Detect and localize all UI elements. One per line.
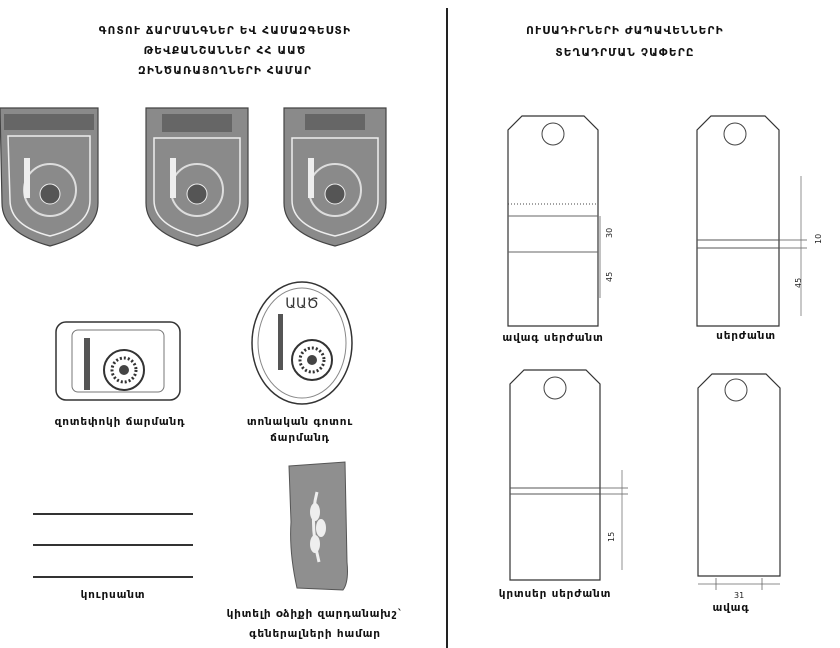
line-stripe-2: [33, 544, 193, 546]
left-title-line-1: ԳՈՏՈՒ ՃԱՐՄԱՆԳՆԵՐ ԵՎ ՀԱՄԱԶԳԵՍՏԻ: [98, 25, 352, 37]
emblem-text: ԱԱԾ: [285, 296, 319, 312]
line-stripe-1: [33, 513, 193, 515]
belt-buckle-icon: [55, 321, 181, 401]
shield-patch-1: [0, 107, 99, 247]
caption-oval-buckle-2: ճարմանդ: [270, 432, 330, 444]
caption-strap-2: սերժանտ: [716, 330, 776, 342]
dim-30-strap1: 30: [605, 228, 614, 238]
caption-lines: կուրսանտ: [80, 589, 146, 601]
caption-strap-3: կրտսեր սերժանտ: [498, 588, 612, 600]
dim-15-strap3: 15: [607, 532, 616, 542]
shield-patch-3: [283, 107, 387, 247]
left-title-line-3: ԶԻՆԾԱՌԱՅՈՂՆԵՐԻ ՀԱՄԱՐ: [137, 65, 313, 77]
caption-belt-buckle: զոտեփոկի ճարմանդ: [54, 416, 186, 428]
caption-strap-1: ավագ սերժանտ: [502, 332, 604, 344]
caption-oval-buckle-1: տոնական գոտու: [246, 416, 354, 428]
shoulder-strap-1: 30 45: [507, 115, 614, 327]
shield-patch-2: [145, 107, 249, 247]
oval-buckle-icon: ԱԱԾ: [251, 281, 353, 405]
right-title-line-2: ՏԵՂԱԴՐՄԱՆ ՉԱՓԵՐԸ: [555, 47, 695, 59]
dim-45-strap1: 45: [605, 272, 614, 282]
shoulder-strap-4: 31: [697, 373, 781, 600]
shoulder-strap-3: 15: [509, 369, 628, 581]
caption-strap-4: ավագ: [712, 602, 750, 614]
collar-patch-icon: [288, 461, 348, 591]
caption-collar-patch: կիտելի օձիքի զարդանախշ` գեներալների համա…: [215, 604, 415, 644]
left-title-line-2: ԹԵՎՔԱՆՇԱՆՆԵՐ ՀՀ ԱԱԾ: [143, 45, 307, 57]
caption-collar-2: գեներալների համար: [249, 628, 381, 640]
caption-oval-buckle: տոնական գոտու ճարմանդ: [210, 414, 390, 446]
right-page-title: ՈՒՍԱԴԻՐՆԵՐԻ ԺԱՊԱՎԵՆՆԵՐԻ ՏԵՂԱԴՐՄԱՆ ՉԱՓԵՐԸ: [490, 24, 760, 60]
shoulder-strap-2: 10 45: [696, 115, 823, 327]
line-stripe-3: [33, 576, 193, 578]
right-title-line-1: ՈՒՍԱԴԻՐՆԵՐԻ ԺԱՊԱՎԵՆՆԵՐԻ: [526, 25, 724, 37]
caption-collar-1: կիտելի օձիքի զարդանախշ`: [226, 608, 404, 620]
dim-31-strap4: 31: [734, 591, 744, 600]
dim-45-strap2: 45: [794, 278, 803, 288]
dim-10-strap2: 10: [814, 234, 823, 244]
left-page-title: ԳՈՏՈՒ ՃԱՐՄԱՆԳՆԵՐ ԵՎ ՀԱՄԱԶԳԵՍՏԻ ԹԵՎՔԱՆՇԱՆ…: [60, 24, 390, 78]
page-divider: [446, 8, 448, 648]
